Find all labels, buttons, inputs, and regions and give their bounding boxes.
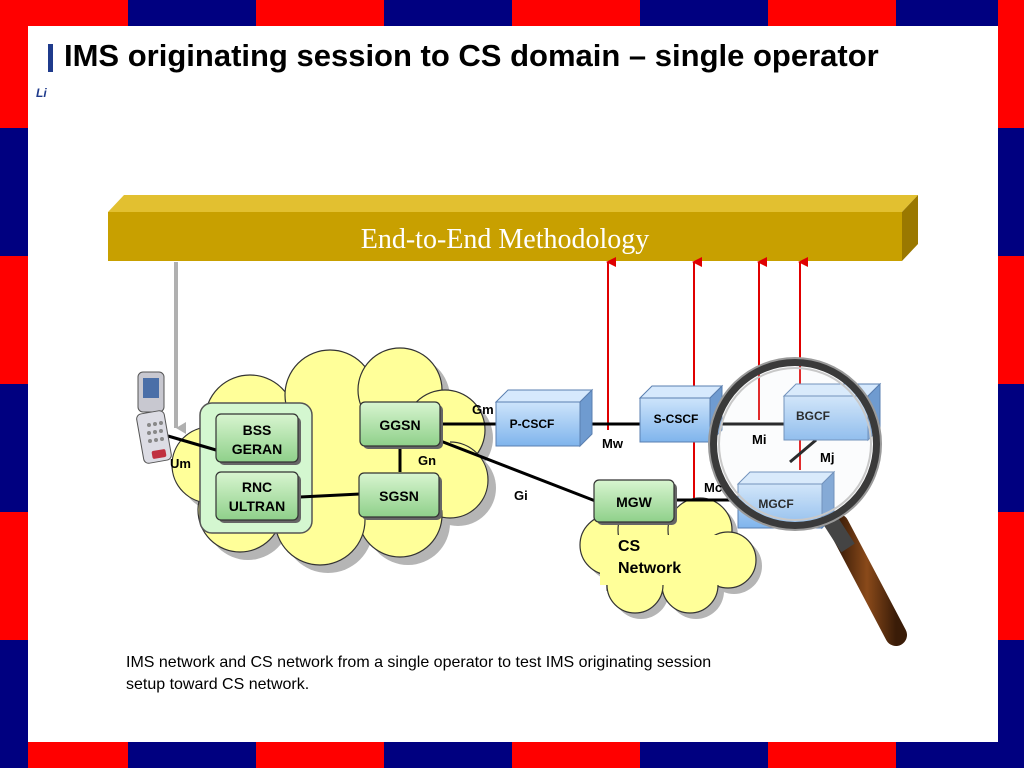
- border-cell-right: [998, 128, 1024, 256]
- banner-label: End-to-End Methodology: [361, 224, 650, 255]
- ultran-label: ULTRAN: [229, 498, 286, 514]
- sgsn-label: SGSN: [379, 488, 419, 504]
- magnifying-glass-icon: [708, 357, 907, 646]
- iface-mj: Mj: [820, 450, 834, 465]
- geran-label: GERAN: [232, 441, 283, 457]
- slide-title: IMS originating session to CS domain – s…: [64, 38, 879, 73]
- border-cell-right: [998, 256, 1024, 384]
- border-cell-top: [640, 0, 768, 26]
- scscf-label: S-CSCF: [654, 412, 699, 426]
- bss-label: BSS: [243, 422, 272, 438]
- iface-mi: Mi: [752, 432, 766, 447]
- node-bss-geran: BSS GERAN: [215, 413, 301, 465]
- border-cell-bottom: [768, 742, 896, 768]
- cs-network-cloud: CS Network: [579, 497, 762, 619]
- border-cell-bottom: [384, 742, 512, 768]
- border-cell-top: [768, 0, 896, 26]
- border-cell-bottom: [128, 742, 256, 768]
- iface-gm: Gm: [472, 402, 494, 417]
- border-cell-top: [128, 0, 256, 26]
- mobile-phone-icon: [136, 371, 172, 464]
- border-cell-left: [0, 384, 28, 512]
- border-cell-right: [998, 512, 1024, 640]
- node-ggsn: GGSN: [359, 401, 443, 449]
- border-cell-bottom: [512, 742, 640, 768]
- border-cell-left: [0, 0, 28, 128]
- border-cell-left: [0, 256, 28, 384]
- border-cell-top: [256, 0, 384, 26]
- ggsn-label: GGSN: [379, 417, 420, 433]
- node-sgsn: SGSN: [358, 472, 442, 520]
- iface-mw: Mw: [602, 436, 624, 451]
- cs-network-label-1: CS: [618, 538, 641, 555]
- pcscf-label: P-CSCF: [510, 417, 555, 431]
- node-bgcf: BGCF: [782, 382, 882, 442]
- rnc-label: RNC: [242, 479, 272, 495]
- border-cell-top: [384, 0, 512, 26]
- border-cell-bottom: [256, 742, 384, 768]
- methodology-banner: End-to-End Methodology: [108, 195, 918, 261]
- border-cell-right: [998, 0, 1024, 128]
- border-cell-bottom: [640, 742, 768, 768]
- border-cell-right: [998, 640, 1024, 768]
- iface-um: Um: [170, 456, 191, 471]
- slide-caption: IMS network and CS network from a single…: [126, 654, 712, 693]
- cs-network-label-2: Network: [618, 560, 681, 577]
- bgcf-label: BGCF: [796, 409, 830, 423]
- iface-gn: Gn: [418, 453, 436, 468]
- border-cell-left: [0, 128, 28, 256]
- node-rnc-ultran: RNC ULTRAN: [215, 471, 301, 523]
- border-cell-left: [0, 512, 28, 640]
- node-pcscf: P-CSCF: [494, 388, 594, 448]
- logo-fragment: Li: [36, 86, 47, 100]
- iface-mc: Mc: [704, 480, 722, 495]
- node-mgw: MGW: [593, 479, 677, 525]
- border-cell-top: [512, 0, 640, 26]
- title-accent-bar: [48, 44, 53, 72]
- mgcf-label: MGCF: [758, 497, 793, 511]
- link-lines: [167, 422, 817, 504]
- mgw-label: MGW: [616, 494, 653, 510]
- border-cell-left: [0, 640, 28, 768]
- iface-gi: Gi: [514, 488, 528, 503]
- border-cell-right: [998, 384, 1024, 512]
